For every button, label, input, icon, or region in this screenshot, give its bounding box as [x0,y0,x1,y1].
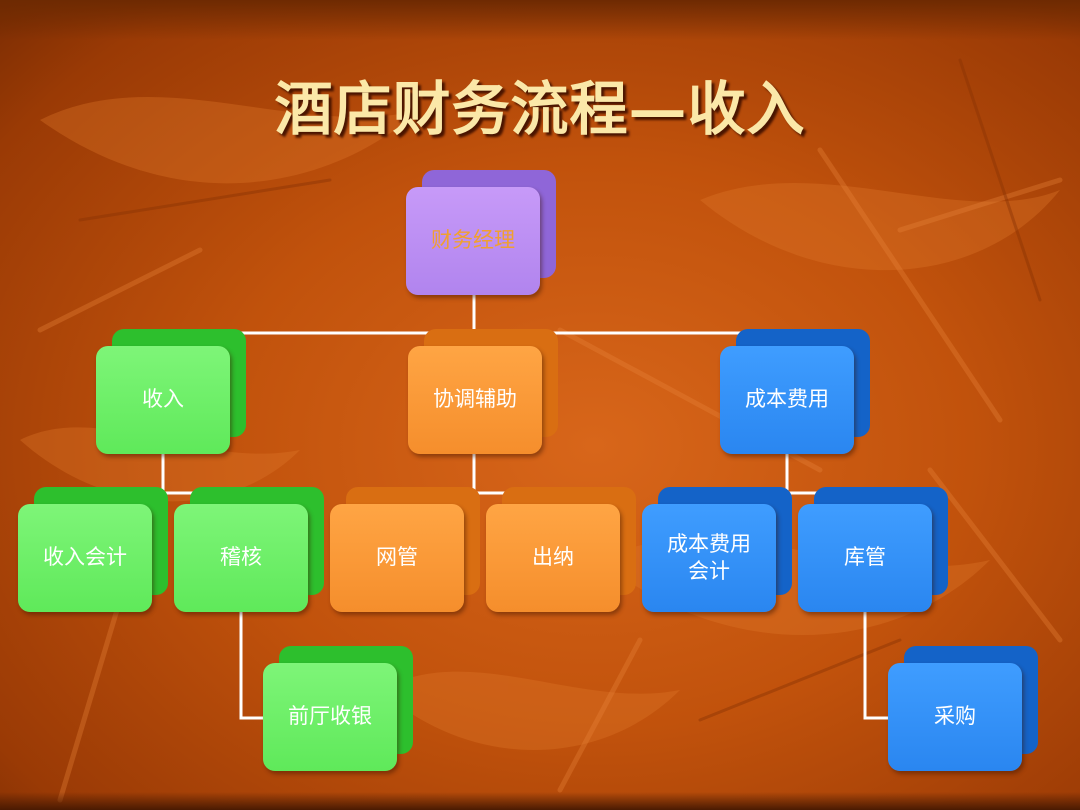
node-storage: 库管 [798,487,948,612]
node-label: 协调辅助 [408,346,542,454]
node-cost: 成本费用 [720,329,870,454]
node-purchasing: 采购 [888,646,1038,771]
node-front-desk-cashier: 前厅收银 [263,646,413,771]
connector-audit [239,612,263,720]
node-label: 稽核 [174,504,308,612]
node-revenue: 收入 [96,329,246,454]
top-shading [0,0,1080,40]
node-label: 成本费用 [720,346,854,454]
node-coordination: 协调辅助 [408,329,558,454]
node-label: 收入 [96,346,230,454]
node-network-admin: 网管 [330,487,480,612]
node-label: 成本费用会计 [642,504,776,612]
slide-title: 酒店财务流程—收入 [274,75,806,143]
connector-storage [863,612,888,720]
node-label: 财务经理 [406,187,540,295]
node-cost-accountant: 成本费用会计 [642,487,792,612]
node-cashier: 出纳 [486,487,636,612]
node-label: 网管 [330,504,464,612]
node-label: 采购 [888,663,1022,771]
node-label: 库管 [798,504,932,612]
node-finance-manager: 财务经理 [406,170,556,295]
node-label: 前厅收银 [263,663,397,771]
node-audit: 稽核 [174,487,324,612]
node-label: 收入会计 [18,504,152,612]
node-label: 出纳 [486,504,620,612]
bottom-shading [0,792,1080,810]
node-revenue-accountant: 收入会计 [18,487,168,612]
